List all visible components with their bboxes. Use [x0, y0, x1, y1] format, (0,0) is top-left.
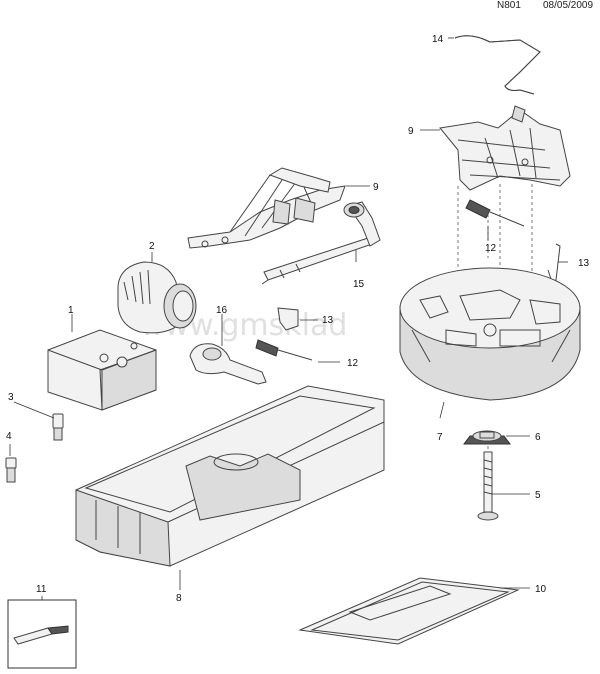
- callout-7: 7: [437, 432, 443, 443]
- callout-8: 8: [176, 593, 182, 604]
- part-13-bracket-right: [547, 243, 561, 283]
- callout-3: 3: [8, 392, 14, 403]
- part-8-wheel-well-tray: [75, 385, 385, 567]
- leader-lines: [9, 37, 568, 600]
- part-3-fuse: [52, 413, 64, 441]
- callout-11: 10: [535, 584, 547, 595]
- diagram-date: 08/05/2009: [543, 0, 594, 11]
- callout-12-right: 12: [485, 243, 497, 254]
- callout-labels: 14 9 9 2 12 13 15 1 16 13 12 3 4 7 6 5 8…: [6, 34, 590, 604]
- part-1-compressor: [47, 329, 157, 411]
- part-11-floor-cover: [298, 577, 520, 645]
- part-5-bolt: [477, 451, 499, 521]
- part-15-tool: [189, 343, 267, 385]
- callout-9-right: 9: [408, 126, 414, 137]
- part-12-screwdriver-right: [465, 199, 525, 227]
- callout-2: 2: [149, 241, 155, 252]
- diagram-code: N801: [497, 0, 521, 11]
- part-9-jack-right: [439, 105, 571, 191]
- part-2-inflator-canister: [117, 261, 197, 334]
- callout-4: 4: [6, 431, 12, 442]
- callout-6: 6: [535, 432, 541, 443]
- part-13-clip-left: [277, 307, 299, 331]
- callout-13-right: 13: [578, 258, 590, 269]
- callout-13-left: 13: [322, 315, 334, 326]
- callout-14: 15: [353, 279, 365, 290]
- part-6-retaining-nut: [463, 430, 511, 445]
- callout-9-left: 9: [373, 182, 379, 193]
- callout-16: 11: [36, 584, 47, 595]
- callout-15: 16: [216, 305, 228, 316]
- callout-10: 14: [432, 34, 444, 45]
- callout-12-left: 12: [347, 358, 359, 369]
- part-14-wheel-wrench: [261, 201, 381, 285]
- part-4-fuse: [5, 457, 17, 483]
- part-9-jack-left: [187, 167, 346, 249]
- part-12-screwdriver-left: [255, 339, 313, 361]
- callout-5: 5: [535, 490, 541, 501]
- part-7-tool-tray: [399, 267, 581, 401]
- part-10-jack-handle: [454, 35, 541, 95]
- part-16-inset: [7, 599, 77, 669]
- callout-1: 1: [68, 305, 74, 316]
